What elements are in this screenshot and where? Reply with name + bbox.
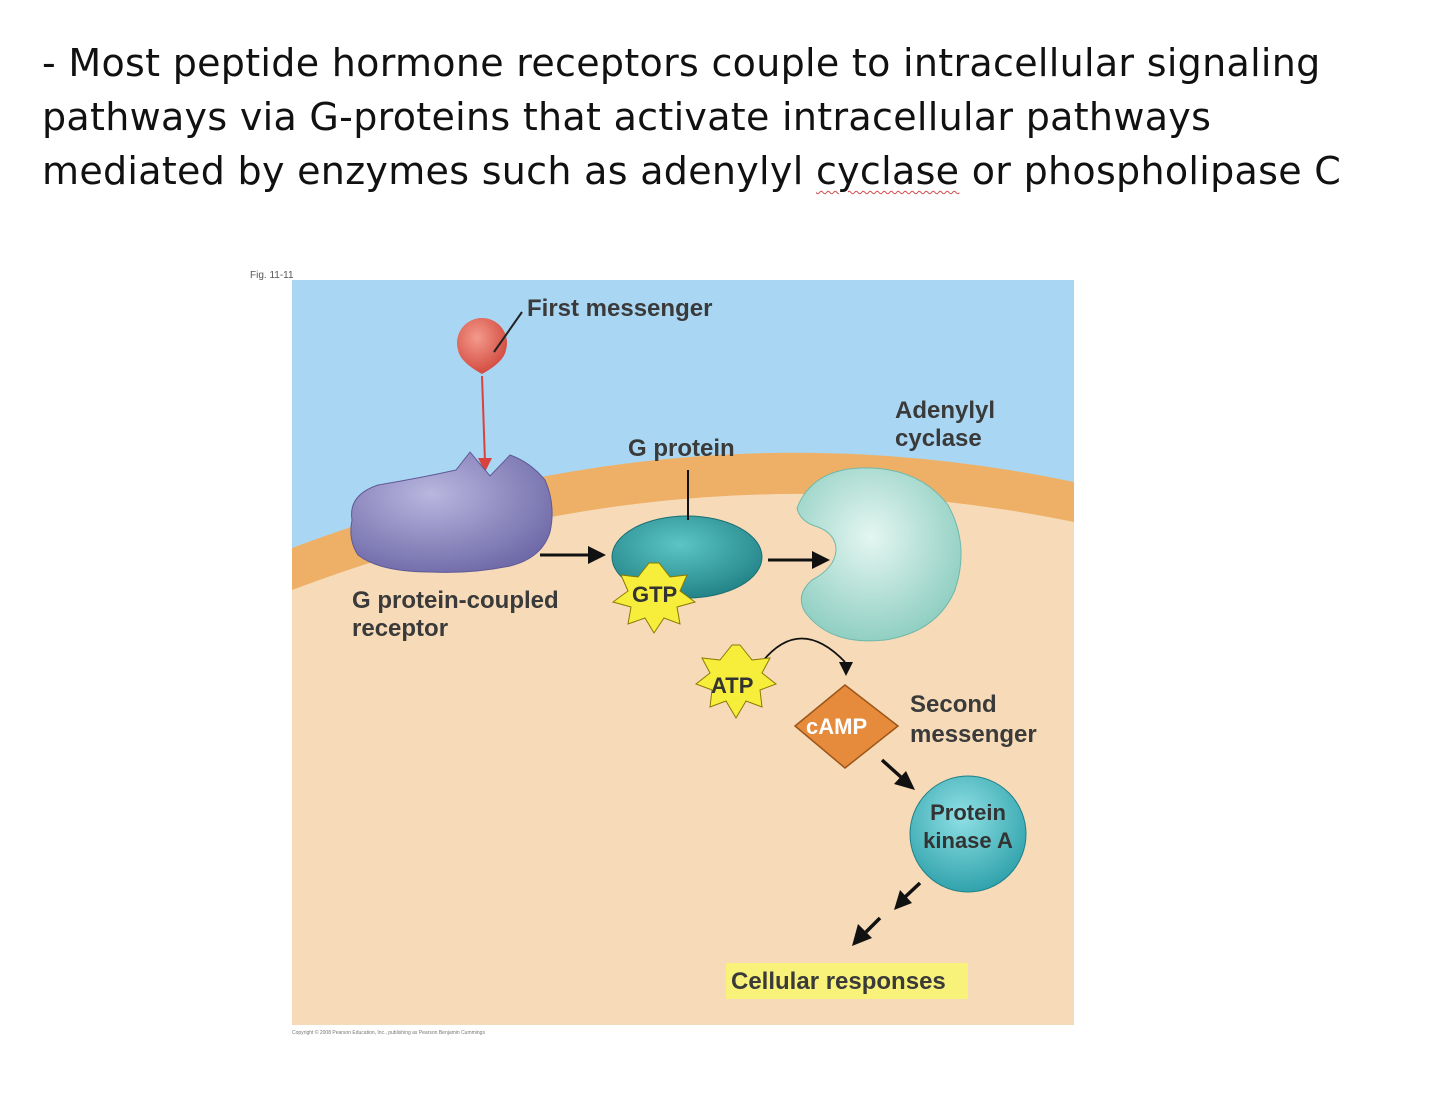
gtp-burst <box>611 562 697 634</box>
copyright-line: Copyright © 2008 Pearson Education, Inc.… <box>292 1030 485 1036</box>
slide-line-3-start: mediated by enzymes such as adenylyl <box>42 149 816 193</box>
atp-burst <box>694 644 778 719</box>
arrow-pka-to-responses <box>852 881 922 946</box>
label-pka-line-1: Protein <box>930 800 1006 825</box>
slide-line-3: mediated by enzymes such as adenylyl cyc… <box>42 144 1422 198</box>
first-messenger-ligand <box>457 318 507 472</box>
label-gpcr-line-1: G protein-coupled <box>352 587 559 614</box>
label-gtp: GTP <box>632 582 677 607</box>
first-messenger-leader <box>493 311 523 353</box>
label-second-line-2: messenger <box>910 721 1037 748</box>
figure-label: Fig. 11-11 <box>250 270 294 281</box>
slide-text: - Most peptide hormone receptors couple … <box>42 36 1422 198</box>
adenylyl-cyclase <box>796 467 962 642</box>
spellcheck-flagged-word: cyclase <box>815 149 960 193</box>
label-atp: ATP <box>711 673 753 698</box>
label-adenylyl-line-1: Adenylyl <box>895 397 995 424</box>
arrow-atp-to-camp <box>761 637 853 676</box>
label-second-line-1: Second <box>910 691 997 718</box>
label-gpcr-line-2: receptor <box>352 615 448 642</box>
slide-line-3-end: or phospholipase C <box>959 149 1342 193</box>
label-first-messenger: First messenger <box>527 295 712 322</box>
protein-kinase-a <box>909 775 1027 893</box>
label-adenylyl-line-2: cyclase <box>895 425 982 452</box>
label-g-protein: G protein <box>628 435 735 462</box>
cell-background <box>292 280 1074 1025</box>
arrow-receptor-to-g-protein <box>540 546 606 564</box>
cellular-responses-highlight <box>726 963 968 999</box>
slide-line-1: - Most peptide hormone receptors couple … <box>42 41 1321 85</box>
label-camp: cAMP <box>806 714 867 739</box>
arrow-camp-to-pka <box>880 758 915 790</box>
slide-line-2: pathways via G-proteins that activate in… <box>42 95 1212 139</box>
arrow-g-protein-to-adenylyl-cyclase <box>768 551 830 569</box>
camp-diamond <box>793 684 900 769</box>
label-cellular-responses: Cellular responses <box>731 968 946 995</box>
label-pka-line-2: kinase A <box>923 828 1013 853</box>
g-protein-coupled-receptor <box>350 451 553 573</box>
